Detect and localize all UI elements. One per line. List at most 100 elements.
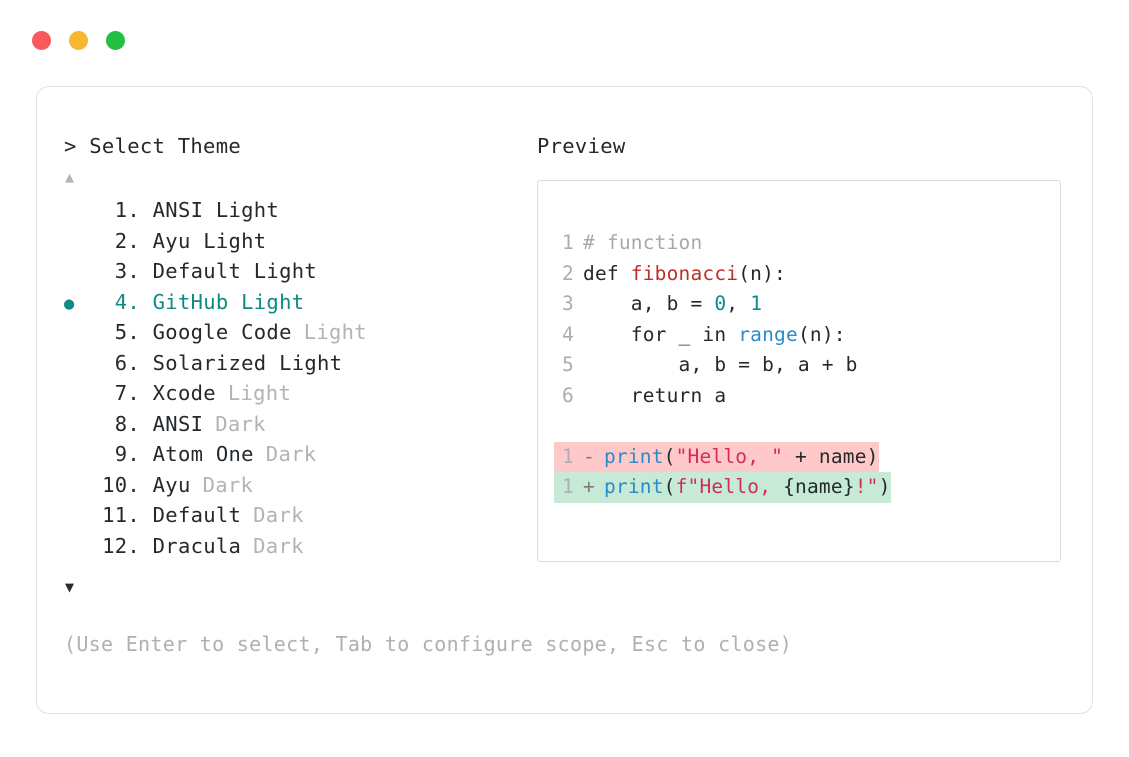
close-window-button[interactable] [32, 31, 51, 50]
code-line-text: for _ in range(n): [574, 320, 846, 351]
theme-item-name: Ayu Light [152, 228, 267, 253]
theme-item-name: ANSI [152, 411, 204, 436]
diff-sample: 1-print("Hello, " + name)1+print(f"Hello… [554, 441, 1060, 503]
theme-item-name: Dracula [152, 533, 242, 558]
code-token-plain: return a [583, 383, 727, 407]
code-token-plain: (n): [738, 261, 786, 285]
line-number: 1 [562, 231, 574, 254]
code-line: 4 for _ in range(n): [554, 320, 1060, 351]
theme-item-name: Xcode [152, 381, 216, 405]
maximize-window-button[interactable] [106, 31, 125, 50]
line-number: 4 [562, 322, 574, 346]
theme-item-name: Atom One [152, 442, 254, 466]
theme-list-item[interactable]: 12. Dracula Dark [64, 531, 524, 562]
spacer [140, 531, 153, 562]
theme-item-index: 5. [102, 320, 140, 344]
code-line: 6 return a [554, 381, 1060, 412]
spacer [140, 317, 153, 348]
theme-list-item[interactable]: 1. ANSI Light [64, 195, 524, 226]
theme-item-index: 9. [102, 442, 140, 466]
theme-item-index: 7. [102, 381, 140, 405]
spacer [140, 409, 153, 440]
code-token-plain: for _ in [583, 322, 739, 346]
spacer [140, 439, 153, 470]
theme-item-index: 6. [102, 350, 140, 375]
spacer [140, 287, 153, 318]
theme-picker-panel: > Select Theme ▲ 1. ANSI Light 2. Ayu Li… [36, 86, 1093, 714]
theme-item-name: Ayu [152, 472, 191, 497]
code-line-text: print("Hello, " + name) [604, 442, 879, 473]
code-token-num: 1 [750, 292, 763, 315]
code-token-string: f"Hello, [675, 475, 784, 498]
code-token-plain: (n): [797, 322, 846, 346]
theme-list-item[interactable]: 5. Google Code Light [64, 317, 524, 348]
code-token-builtin: range [738, 322, 798, 346]
code-token-keyword: def [583, 261, 631, 285]
minimize-window-button[interactable] [69, 31, 88, 50]
code-token-num: 0 [714, 292, 727, 315]
code-spacer [554, 411, 1060, 442]
spacer [140, 256, 153, 287]
diff-sign: + [583, 475, 595, 498]
line-number: 5 [562, 353, 574, 376]
diff-line-del: 1-print("Hello, " + name) [554, 441, 879, 473]
code-token-func: fibonacci [630, 261, 739, 285]
theme-item-name: ANSI Light [152, 198, 280, 222]
spacer [140, 470, 153, 501]
code-line-text: def fibonacci(n): [574, 259, 786, 290]
line-number: 6 [562, 383, 574, 407]
theme-item-index: 10. [102, 472, 140, 497]
line-number: 1 [562, 475, 574, 498]
theme-list-item[interactable]: 6. Solarized Light [64, 348, 524, 379]
code-token-plain: , [726, 292, 751, 315]
code-token-plain: {name} [783, 475, 855, 498]
theme-item-variant: Light [303, 320, 367, 344]
theme-list: 1. ANSI Light 2. Ayu Light 3. Default Li… [64, 195, 524, 561]
theme-item-index: 1. [102, 198, 140, 222]
code-line-text: return a [574, 381, 726, 412]
theme-item-name: Google Code [152, 320, 292, 344]
diff-line-add: 1 + print(f"Hello, {name}!") [554, 472, 891, 503]
diff-sign: - [583, 444, 595, 468]
keyboard-hint: (Use Enter to select, Tab to configure s… [64, 632, 793, 656]
code-line: 1# function [554, 228, 1060, 259]
spacer [140, 226, 153, 257]
preview-label: Preview [537, 134, 626, 158]
code-line-text: a, b = b, a + b [574, 350, 858, 381]
code-line-text: a, b = 0, 1 [574, 289, 762, 320]
spacer [140, 500, 153, 531]
theme-item-name: Default Light [152, 259, 318, 283]
code-line-text: print(f"Hello, {name}!") [604, 472, 891, 503]
code-line: 3 a, b = 0, 1 [554, 289, 1060, 320]
theme-list-item[interactable]: 2. Ayu Light [64, 226, 524, 257]
theme-item-name: GitHub Light [152, 289, 305, 314]
code-token-plain: ( [663, 475, 676, 498]
code-token-builtin: print [603, 475, 664, 498]
theme-list-item[interactable]: 7. Xcode Light [64, 378, 524, 409]
code-token-builtin: print [603, 444, 664, 468]
theme-list-item[interactable]: ● 4. GitHub Light [64, 287, 524, 318]
theme-item-variant: Light [227, 381, 292, 405]
spacer [140, 195, 153, 226]
code-line-text: # function [574, 228, 702, 259]
theme-item-index: 12. [102, 533, 140, 558]
theme-list-item[interactable]: 3. Default Light [64, 256, 524, 287]
theme-item-name: Default [152, 503, 242, 527]
theme-item-index: 4. [102, 289, 140, 314]
spacer [140, 378, 153, 409]
code-token-plain: a, b = [583, 292, 715, 315]
scroll-up-icon[interactable]: ▲ [65, 168, 75, 186]
scroll-down-icon[interactable]: ▼ [65, 578, 75, 596]
code-token-plain: ) [878, 475, 891, 498]
theme-item-variant: Dark [253, 533, 304, 558]
code-line: 5 a, b = b, a + b [554, 350, 1060, 381]
